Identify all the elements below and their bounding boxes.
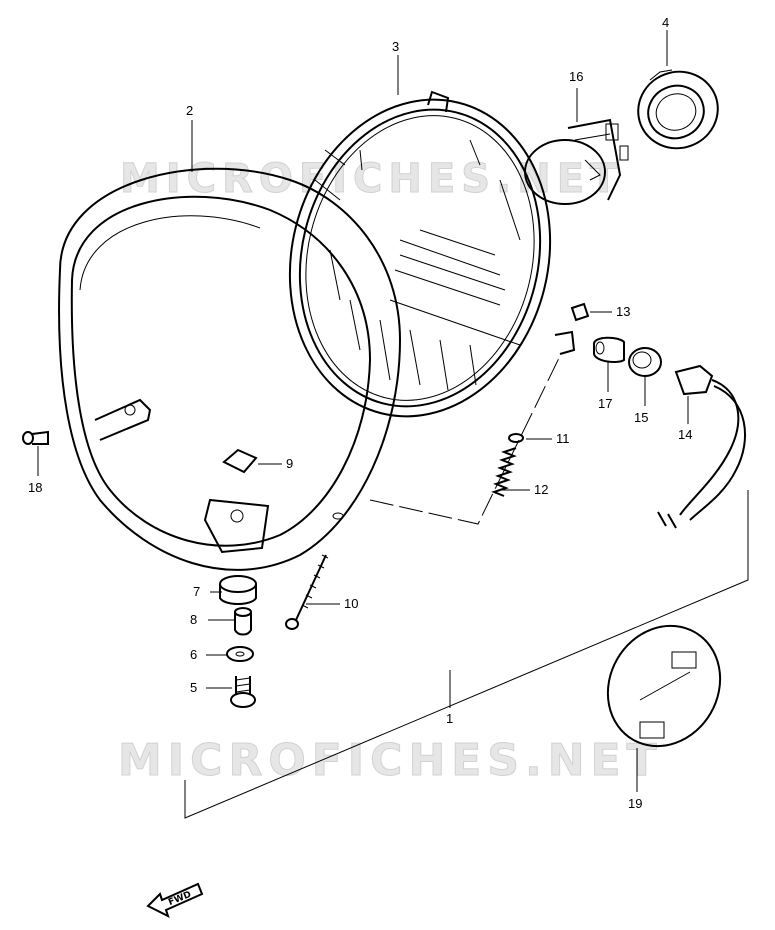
part-7-cushion xyxy=(219,575,257,605)
callout-6: 6 xyxy=(190,647,198,662)
part-4-socket-cover xyxy=(637,69,719,150)
part-5-bolt xyxy=(230,676,256,708)
watermark-lower: MICROFICHES.NET xyxy=(118,735,663,786)
callout-14: 14 xyxy=(678,427,693,442)
assembly-bracket-line xyxy=(184,490,749,819)
assembly-dashed-lines xyxy=(369,355,561,525)
callout-1: 1 xyxy=(446,711,454,726)
part-16-bulb xyxy=(524,118,629,205)
callout-13: 13 xyxy=(616,304,631,319)
part-11-washer xyxy=(508,433,524,443)
part-19-lens-cover xyxy=(606,624,722,748)
part-8-collar xyxy=(234,607,252,636)
callout-3: 3 xyxy=(392,39,400,54)
part-10-screw xyxy=(285,554,329,630)
part-14-socket-harness xyxy=(657,364,747,529)
part-3-lens-unit xyxy=(288,90,576,418)
watermark-upper: MICROFICHES.NET xyxy=(120,156,623,202)
part-13-clip xyxy=(570,302,590,322)
callout-16: 16 xyxy=(569,69,584,84)
callout-4: 4 xyxy=(662,15,670,30)
callout-2: 2 xyxy=(186,103,194,118)
leader-lines xyxy=(37,30,689,792)
callout-18: 18 xyxy=(28,480,43,495)
fwd-arrow-icon: FWD xyxy=(146,882,204,918)
part-6-washer xyxy=(226,646,254,662)
part-18-bolt xyxy=(22,430,49,445)
part-15-grommet xyxy=(628,347,662,377)
part-17-position-bulb xyxy=(593,336,625,363)
callout-9: 9 xyxy=(286,456,294,471)
callout-7: 7 xyxy=(193,584,201,599)
part-9-nut-plate xyxy=(222,448,258,474)
callout-7-8: 8 xyxy=(190,612,198,627)
callout-5: 5 xyxy=(190,680,198,695)
fwd-label: FWD xyxy=(167,890,193,908)
callout-12: 12 xyxy=(534,482,549,497)
part-12-spring xyxy=(491,447,517,497)
callout-17: 17 xyxy=(598,396,613,411)
callout-11: 11 xyxy=(556,431,570,446)
part-2-housing-shell xyxy=(58,167,402,571)
callout-19: 19 xyxy=(628,796,643,811)
callout-10: 10 xyxy=(344,596,359,611)
callout-15: 15 xyxy=(634,410,649,425)
